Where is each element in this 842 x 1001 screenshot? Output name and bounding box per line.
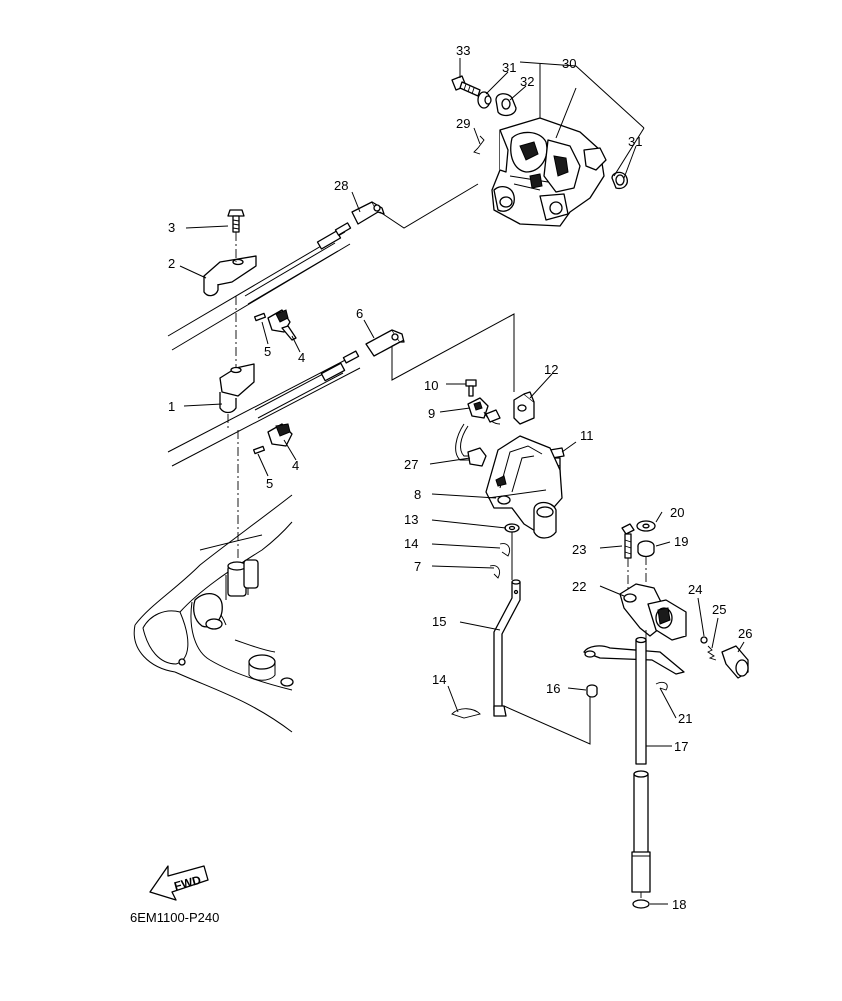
pin-7 (489, 565, 501, 579)
drawing-code: 6EM1100-P240 (130, 910, 219, 925)
bolt-3 (227, 209, 245, 233)
collar-31-right (611, 171, 628, 190)
callout-1: 1 (168, 399, 175, 414)
callout-20: 20 (670, 505, 684, 520)
bracket-22 (619, 583, 687, 641)
callout-31-right: 31 (628, 134, 642, 149)
callout-31-left: 31 (502, 60, 516, 75)
control-unit-30 (491, 117, 607, 227)
o-ring-18 (632, 899, 650, 909)
callout-26: 26 (738, 626, 752, 641)
bushing-16 (586, 684, 598, 698)
callout-4-upper: 4 (298, 350, 305, 365)
clip-14-lower (451, 708, 481, 719)
fwd-label: FWD (173, 873, 203, 894)
callout-23: 23 (572, 542, 586, 557)
callout-labels: 33 31 30 32 29 31 28 3 2 6 5 4 12 10 1 9… (168, 43, 752, 912)
callout-14-lower: 14 (432, 672, 446, 687)
throttle-cable (167, 222, 352, 351)
callout-28: 28 (334, 178, 348, 193)
shift-rod-15 (493, 579, 521, 717)
cable-clip-4-lower (267, 423, 293, 447)
collar-31-left (477, 91, 492, 109)
callout-12: 12 (544, 362, 558, 377)
collar-19 (637, 540, 655, 558)
callout-2: 2 (168, 256, 175, 271)
shift-shaft-17 (631, 636, 651, 893)
callout-21: 21 (678, 711, 692, 726)
washer-20 (636, 520, 656, 532)
holder-27 (467, 447, 487, 467)
clip-14-upper (499, 543, 511, 557)
callout-17: 17 (674, 739, 688, 754)
fwd-arrow-icon: FWD (149, 865, 209, 901)
pin-5-lower (252, 445, 266, 455)
callout-19: 19 (674, 534, 688, 549)
screw-10 (465, 379, 477, 397)
callout-8: 8 (414, 487, 421, 502)
spring-25 (707, 645, 717, 661)
callout-22: 22 (572, 579, 586, 594)
ball-24 (700, 636, 708, 644)
cable-bracket-1 (219, 363, 255, 414)
callout-33: 33 (456, 43, 470, 58)
callout-9: 9 (428, 406, 435, 421)
callout-14-upper: 14 (404, 536, 418, 551)
plug-26 (721, 645, 749, 679)
bolt-33 (451, 75, 481, 97)
callout-30: 30 (562, 56, 576, 71)
callout-7: 7 (414, 559, 421, 574)
callout-11: 11 (580, 428, 594, 443)
bracket-12 (513, 391, 535, 425)
bracket-30-line (519, 61, 645, 129)
callout-5-lower: 5 (266, 476, 273, 491)
cable-bracket-2 (203, 255, 257, 297)
leader-lines (179, 58, 745, 905)
callout-6: 6 (356, 306, 363, 321)
callout-27: 27 (404, 457, 418, 472)
shift-bracket-8 (485, 435, 563, 539)
bolt-23 (621, 523, 635, 559)
washer-13 (504, 523, 520, 533)
callout-13: 13 (404, 512, 418, 527)
shift-cable (167, 350, 361, 467)
clip-29 (473, 135, 485, 155)
callout-3: 3 (168, 220, 175, 235)
callout-10: 10 (424, 378, 438, 393)
shift-lever-21 (583, 645, 685, 691)
callout-32: 32 (520, 74, 534, 89)
callout-5-upper: 5 (264, 344, 271, 359)
cable-clip-4-upper (267, 309, 297, 341)
callout-18: 18 (672, 897, 686, 912)
callout-15: 15 (432, 614, 446, 629)
callout-24: 24 (688, 582, 702, 597)
callout-4-lower: 4 (292, 458, 299, 473)
callout-16: 16 (546, 681, 560, 696)
outboard-housing (133, 494, 294, 733)
neutral-switch-9 (467, 397, 501, 425)
pin-5-upper (253, 312, 267, 322)
callout-25: 25 (712, 602, 726, 617)
callout-29: 29 (456, 116, 470, 131)
